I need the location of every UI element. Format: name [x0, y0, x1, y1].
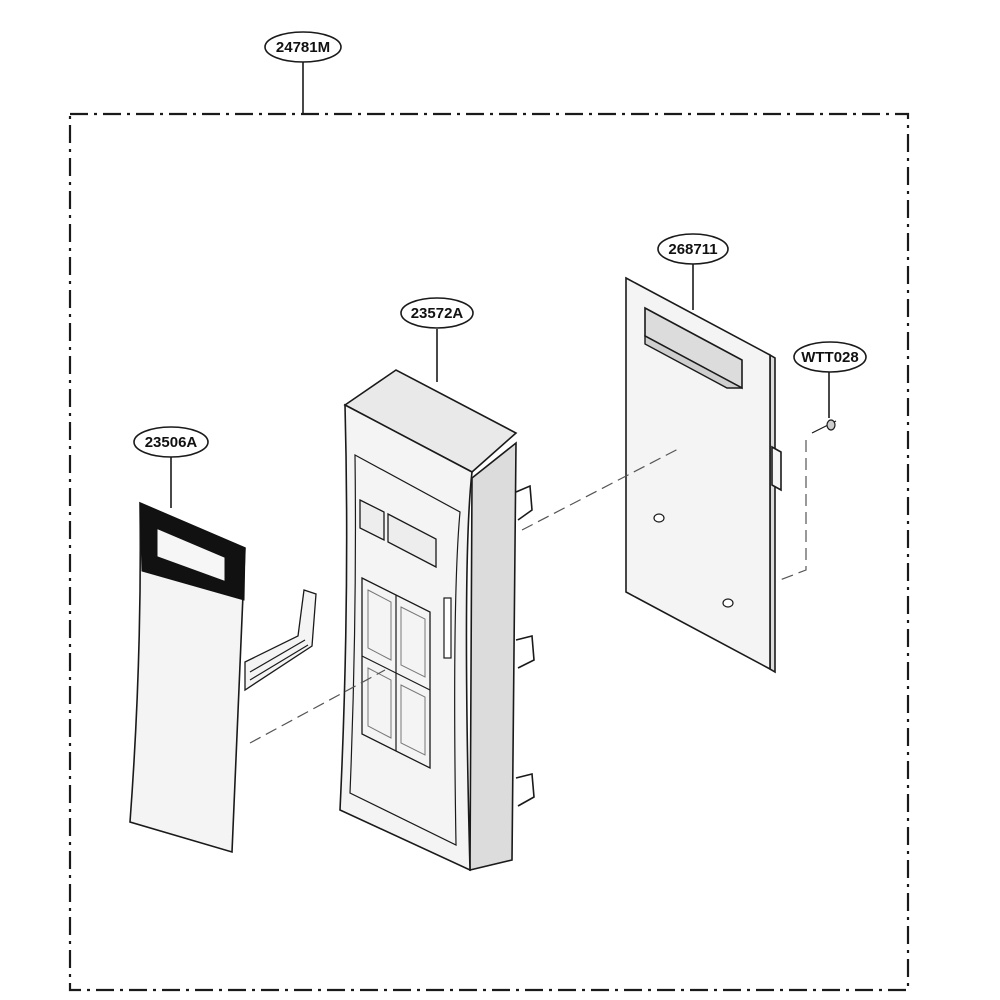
label-assembly: 24781M — [264, 31, 342, 114]
svg-text:24781M: 24781M — [276, 39, 330, 56]
screw — [811, 419, 837, 434]
circuit-board — [625, 276, 782, 674]
label-screw: WTT028 — [793, 341, 867, 418]
screw-alignment-line — [779, 440, 807, 581]
board-alignment-line — [521, 447, 681, 531]
membrane-keypad — [129, 501, 317, 854]
label-membrane: 23506A — [133, 426, 209, 508]
svg-text:WTT028: WTT028 — [801, 349, 859, 366]
membrane-alignment-line — [249, 669, 386, 744]
label-board: 268711 — [657, 233, 729, 310]
control-panel-housing — [339, 369, 535, 872]
svg-text:23506A: 23506A — [145, 434, 198, 451]
label-panel: 23572A — [400, 297, 474, 382]
svg-text:268711: 268711 — [668, 241, 717, 258]
svg-text:23572A: 23572A — [411, 305, 464, 322]
